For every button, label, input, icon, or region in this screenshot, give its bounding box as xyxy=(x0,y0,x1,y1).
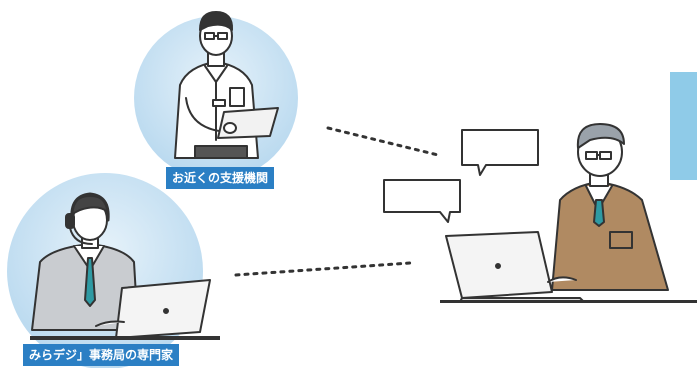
expert-label: みらデジ」事務局の専門家 xyxy=(23,344,180,366)
expert-figure xyxy=(30,192,220,340)
speech-bubble-upper xyxy=(461,129,539,176)
speech-bubble-lower xyxy=(383,179,461,223)
support-agency-label: お近くの支援機関 xyxy=(166,167,275,189)
dotted-connector-top xyxy=(326,126,440,157)
owner-figure xyxy=(440,123,697,303)
support-staff-figure xyxy=(174,11,279,159)
dotted-connector-bottom xyxy=(234,261,412,277)
accent-bar xyxy=(670,72,697,180)
